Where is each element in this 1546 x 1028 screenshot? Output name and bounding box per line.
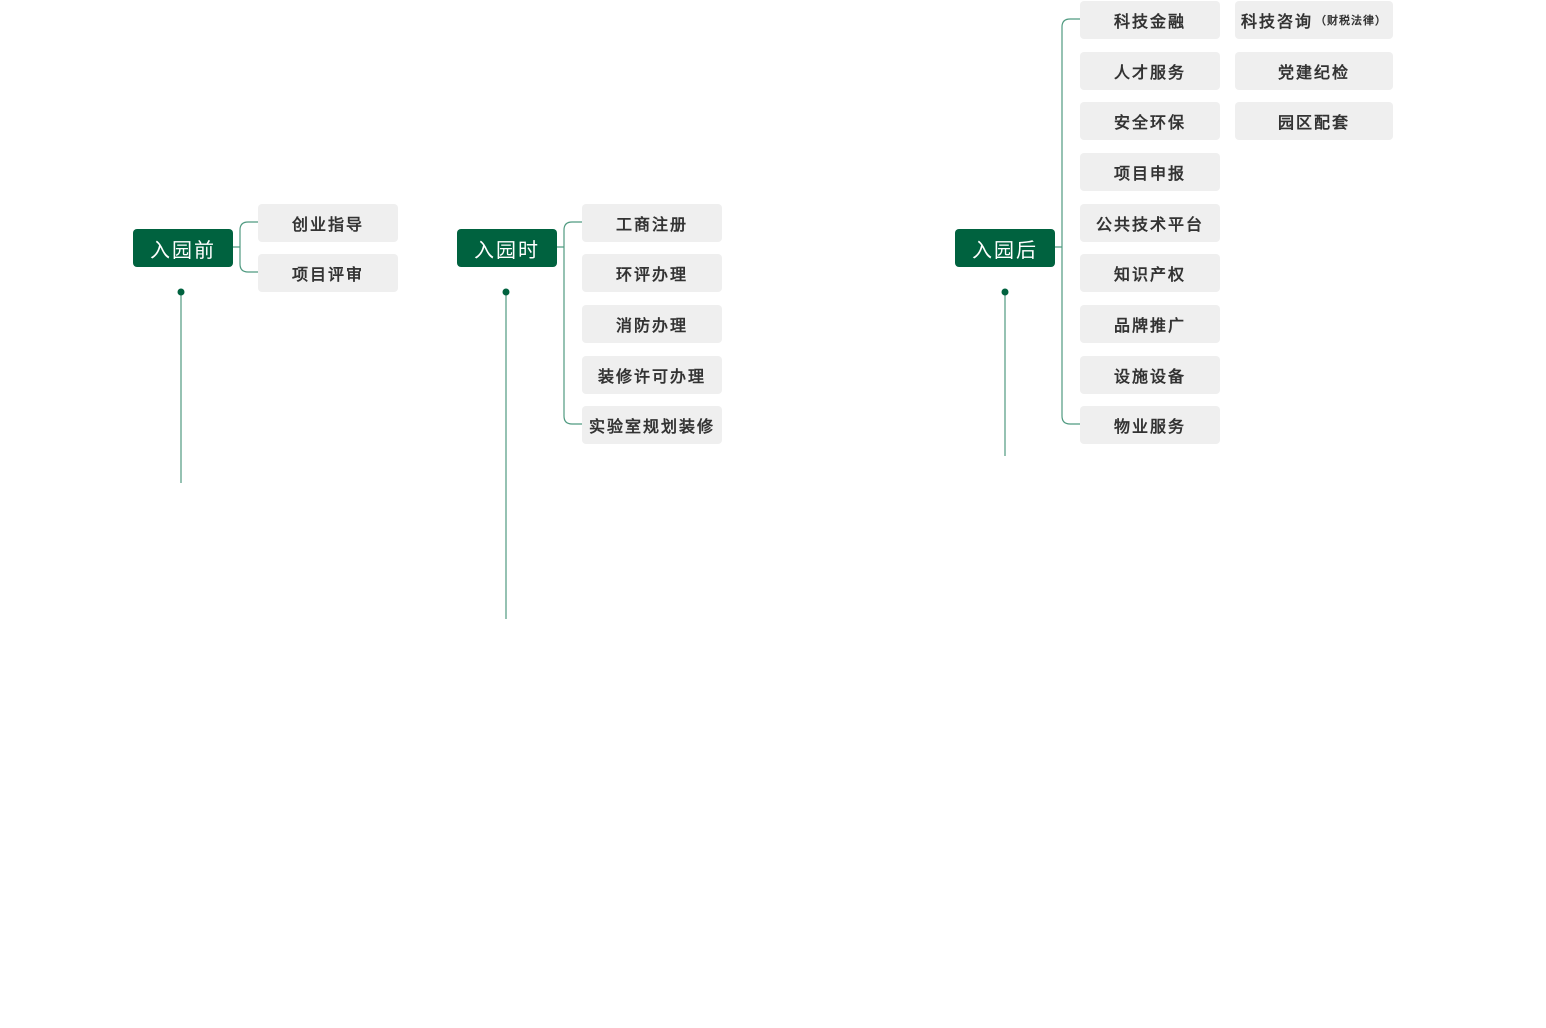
service-item-during-3[interactable]: 装修许可办理 <box>582 356 722 394</box>
service-item-after-4[interactable]: 公共技术平台 <box>1080 204 1220 242</box>
stage-node-after[interactable]: 入园后 <box>955 229 1055 267</box>
service-label: 工商注册 <box>615 215 688 234</box>
service-label: 实验室规划装修 <box>588 417 715 436</box>
service-item-after-8[interactable]: 物业服务 <box>1080 406 1220 444</box>
service-label: 设施设备 <box>1113 367 1186 386</box>
note-paren-close: ） <box>1375 14 1387 27</box>
service-label: 人才服务 <box>1113 63 1186 82</box>
stage-node-during[interactable]: 入园时 <box>457 229 557 267</box>
service-label: 园区配套 <box>1277 113 1350 132</box>
service-label: 安全环保 <box>1113 113 1186 132</box>
service-label: 品牌推广 <box>1113 316 1186 335</box>
service-item-after-col2-0[interactable]: 科技咨询 （财税法律） <box>1235 1 1393 39</box>
service-item-after-7[interactable]: 设施设备 <box>1080 356 1220 394</box>
service-item-after-3[interactable]: 项目申报 <box>1080 153 1220 191</box>
stage-label-before: 入园前 <box>150 237 216 262</box>
service-label: 知识产权 <box>1113 265 1186 284</box>
service-item-after-col2-1[interactable]: 党建纪检 <box>1235 52 1393 90</box>
service-label: 公共技术平台 <box>1095 215 1204 234</box>
service-item-after-1[interactable]: 人才服务 <box>1080 52 1220 90</box>
service-label: 科技咨询 <box>1240 12 1313 31</box>
stage-node-before[interactable]: 入园前 <box>133 229 233 267</box>
service-item-before-0[interactable]: 创业指导 <box>258 204 398 242</box>
service-label: 科技金融 <box>1113 12 1186 31</box>
service-note: （财税法律） <box>1315 12 1387 28</box>
service-item-during-2[interactable]: 消防办理 <box>582 305 722 343</box>
service-label: 物业服务 <box>1113 417 1186 436</box>
service-label: 环评办理 <box>615 265 688 284</box>
service-item-during-0[interactable]: 工商注册 <box>582 204 722 242</box>
service-item-during-1[interactable]: 环评办理 <box>582 254 722 292</box>
service-label: 项目评审 <box>291 265 364 284</box>
service-label: 项目申报 <box>1113 164 1186 183</box>
service-item-after-0[interactable]: 科技金融 <box>1080 1 1220 39</box>
service-item-after-col2-2[interactable]: 园区配套 <box>1235 102 1393 140</box>
service-item-after-6[interactable]: 品牌推广 <box>1080 305 1220 343</box>
note-text: 财税法律 <box>1327 14 1375 27</box>
service-label: 装修许可办理 <box>597 367 706 386</box>
service-label: 消防办理 <box>615 316 688 335</box>
note-paren-open: （ <box>1315 14 1327 27</box>
service-label: 党建纪检 <box>1277 63 1350 82</box>
service-item-after-5[interactable]: 知识产权 <box>1080 254 1220 292</box>
service-item-during-4[interactable]: 实验室规划装修 <box>582 406 722 444</box>
service-item-before-1[interactable]: 项目评审 <box>258 254 398 292</box>
stage-label-after: 入园后 <box>972 237 1038 262</box>
service-item-after-2[interactable]: 安全环保 <box>1080 102 1220 140</box>
stage-label-during: 入园时 <box>474 237 540 262</box>
service-label: 创业指导 <box>291 215 364 234</box>
